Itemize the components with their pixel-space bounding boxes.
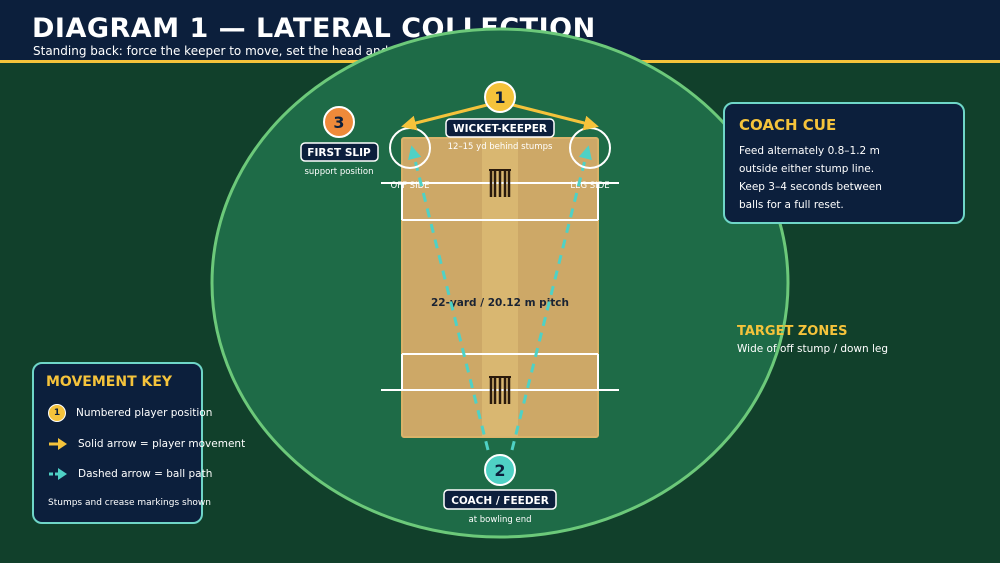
pitch-length-label: 22-yard / 20.12 m pitch [431,297,569,309]
coach-cue-line-4: balls for a full reset. [739,199,844,211]
movement-key-title: MOVEMENT KEY [46,374,173,390]
key-item-player-position: 1 Numbered player position [48,404,212,422]
svg-text:1: 1 [494,88,505,107]
player-3-badge [323,106,355,138]
leg-side-label: LEG SIDE [570,181,609,191]
player-2-note: at bowling end [468,515,531,525]
target-zones-description: Wide of off stump / down leg [737,343,889,355]
player-badge-icon: 1 [48,404,66,422]
stumps-bottom [489,376,511,404]
player-1-badge [484,81,516,113]
player-2-badge [484,454,516,486]
movement-key-note: Stumps and crease markings shown [48,498,211,508]
keeper-move-leg-arrow [512,103,599,131]
coach-cue-line-1: Feed alternately 0.8–1.2 m [739,145,880,157]
movement-key-panel: MOVEMENT KEY 1 Numbered player position … [32,362,245,524]
player-2-coach-feeder: 2 COACH / FEEDER at bowling end [443,454,557,525]
player-3-first-slip: 3 FIRST SLIP support position [300,106,379,177]
player-2-name: COACH / FEEDER [451,495,549,507]
player-3-name: FIRST SLIP [307,147,371,159]
key-item-player-movement: Solid arrow = player movement [48,437,245,451]
coach-cue-title: COACH CUE [739,116,837,134]
coach-cue-panel: COACH CUE Feed alternately 0.8–1.2 m out… [723,102,965,224]
keeper-move-off-arrow [401,103,488,131]
dashed-arrow-icon [49,468,67,480]
stumps-top [489,169,511,197]
solid-arrow-icon [49,438,67,450]
ball-path-leg-side [510,145,592,451]
key-item-ball-path: Dashed arrow = ball path [48,467,212,481]
player-1-note: 12–15 yd behind stumps [448,142,553,152]
coach-cue-line-3: Keep 3–4 seconds between [739,181,882,193]
off-side-label: OFF SIDE [391,181,430,191]
player-1-name: WICKET-KEEPER [453,123,547,135]
target-zones-title: TARGET ZONES [737,324,848,339]
coach-cue-line-2: outside either stump line. [739,163,875,175]
player-1-wicket-keeper: 1 WICKET-KEEPER 12–15 yd behind stumps [445,81,555,152]
ball-path-off-side [408,145,490,451]
player-3-note: support position [304,167,373,177]
svg-text:2: 2 [494,461,505,480]
svg-text:3: 3 [333,113,344,132]
diagram-subtitle: Standing back: force the keeper to move,… [33,44,432,58]
